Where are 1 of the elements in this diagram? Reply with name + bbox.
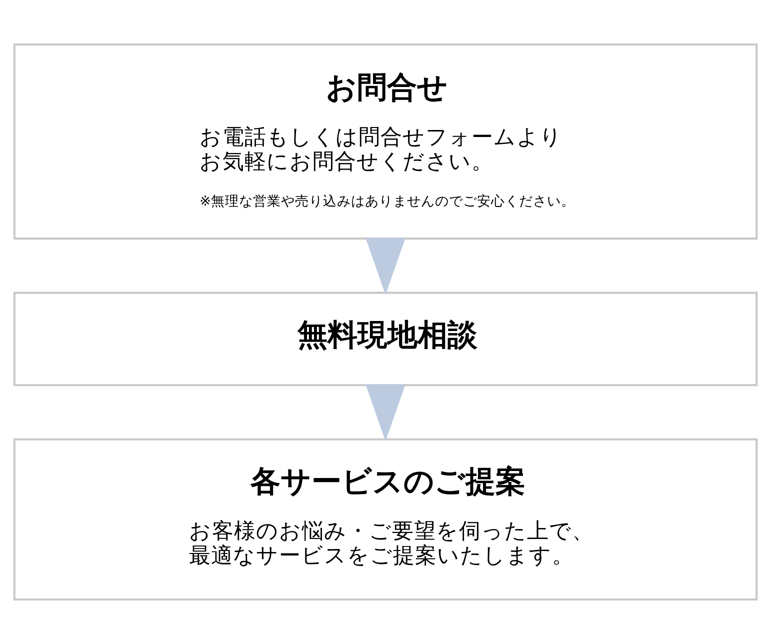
- node-box: 各サービスのご提案 お客様のお悩み・ご要望を伺った上で、最適なサービスをご提案いたします。: [12, 438, 758, 600]
